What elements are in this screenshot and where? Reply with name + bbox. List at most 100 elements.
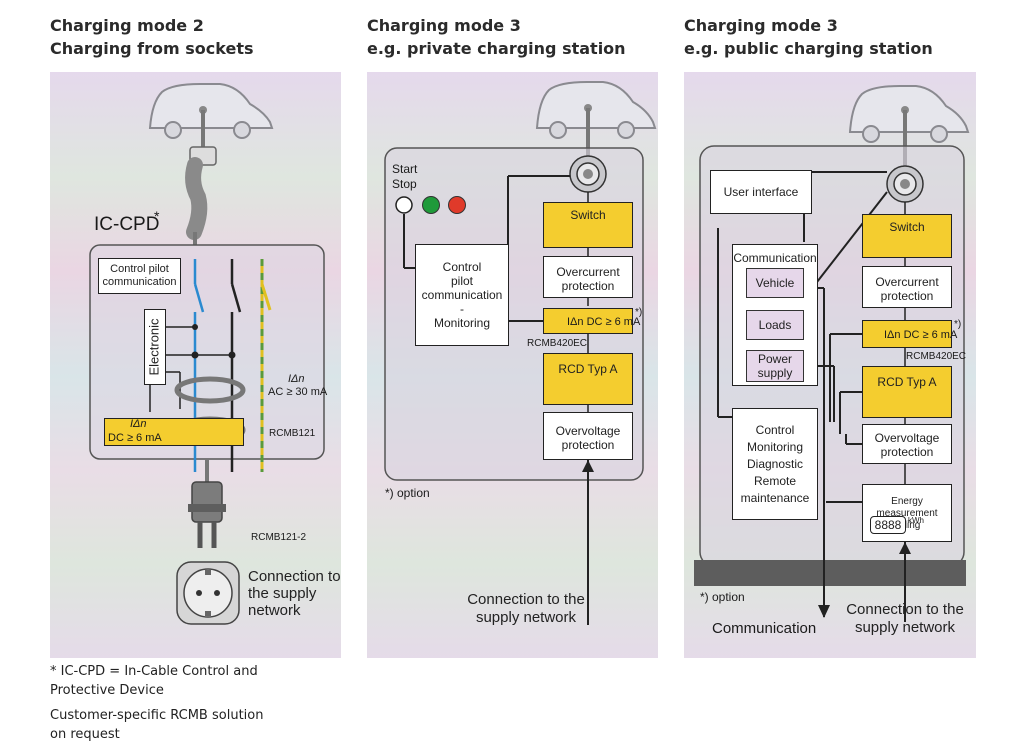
ground-bar <box>694 560 966 586</box>
mode3-public-connection-label: Connection to the supply network <box>836 601 974 637</box>
public-control-line4: Remote <box>753 473 797 488</box>
power-line2: supply <box>757 366 793 380</box>
public-rcmb420ec-box <box>862 320 952 348</box>
mode3-public-title: Charging mode 3 <box>684 16 838 35</box>
user-interface-box: User interface <box>710 170 812 214</box>
power-line1: Power <box>757 352 792 366</box>
mode3-private-panel: Start Stop Control pilot communication -… <box>367 72 658 658</box>
public-switch-label: Switch <box>889 220 925 234</box>
public-option-note: *) option <box>700 590 745 604</box>
footnote-line1: * IC-CPD = In-Cable Control and <box>50 664 258 679</box>
private-connection-line2: supply network <box>475 609 577 626</box>
public-control-line2: Monitoring <box>746 439 804 454</box>
rcmb420ec-label: RCMB420EC <box>527 338 588 349</box>
car-icon <box>535 81 657 139</box>
dc-idn-symbol: IΔn <box>130 418 147 430</box>
car-icon <box>848 85 970 143</box>
stop-label: Stop <box>392 177 417 191</box>
mode3-private-connection-label: Connection to the supply network <box>451 591 601 627</box>
public-rcd-box: RCD Typ A <box>862 366 952 418</box>
mode3-public-heading: Charging mode 3 e.g. public charging sta… <box>684 14 933 60</box>
public-overcurrent-box: Overcurrent protection <box>862 266 952 308</box>
mode2-panel: IC-CPD * Control pilot communication Ele… <box>50 72 341 658</box>
switch-box: Switch <box>543 202 633 248</box>
mode2-connection-label: Connection to the supply network <box>248 568 341 619</box>
public-rcmb420ec-label: RCMB420EC <box>906 351 967 362</box>
private-connection-line1: Connection to the <box>467 591 585 608</box>
rcmb121-label: RCMB121 <box>269 428 316 439</box>
public-control-line5: maintenance <box>740 490 810 505</box>
communication-output-label: Communication <box>712 620 817 637</box>
electronic-label: Electronic <box>147 318 163 376</box>
rcd-box: RCD Typ A <box>543 353 633 405</box>
public-option-mark: *) <box>954 319 962 330</box>
ac-idn-symbol: IΔn <box>288 373 305 385</box>
control-line1: Control <box>442 260 482 274</box>
option-mark: *) <box>635 307 643 318</box>
vehicle-box: Vehicle <box>746 268 804 298</box>
footnote-line3: Customer-specific RCMB solution <box>50 708 264 723</box>
public-rcd-label: RCD Typ A <box>877 375 937 389</box>
public-rcmb-dc-label: IΔn DC ≥ 6 mA <box>884 329 958 341</box>
public-control-line3: Diagnostic <box>746 456 804 471</box>
control-line2: pilot <box>450 274 473 288</box>
overcurrent-box: Overcurrent protection <box>543 256 633 298</box>
communication-title: Communication <box>733 251 817 265</box>
option-note: *) option <box>385 486 430 500</box>
rcmb-dc-label: IΔn DC ≥ 6 mA <box>567 316 641 328</box>
public-overcurrent-line1: Overcurrent <box>875 274 939 289</box>
control-line4: - <box>460 302 464 316</box>
public-control-line1: Control <box>755 422 795 437</box>
icpd-star: * <box>154 208 160 224</box>
rcd-label: RCD Typ A <box>558 362 618 376</box>
public-overvoltage-line1: Overvoltage <box>874 431 940 445</box>
mode3-public-diagram <box>694 85 970 622</box>
mode2-connection-line1: Connection to <box>248 568 341 585</box>
switch-label: Switch <box>570 208 606 222</box>
public-connection-line2: supply network <box>854 619 956 636</box>
control-line3: communication <box>421 288 503 302</box>
overvoltage-box: Overvoltage protection <box>543 412 633 460</box>
vehicle-connector-icon <box>185 146 217 240</box>
footnote-line4: on request <box>50 727 120 742</box>
power-supply-box: Power supply <box>746 350 804 382</box>
public-overvoltage-line2: protection <box>880 445 934 459</box>
loads-box: Loads <box>746 310 804 340</box>
control-line5: Monitoring <box>433 316 491 330</box>
start-stop-button <box>395 196 413 214</box>
dc-threshold-label: DC ≥ 6 mA <box>108 432 162 444</box>
public-switch-box: Switch <box>862 214 952 258</box>
vehicle-label: Vehicle <box>755 276 795 290</box>
charging-socket-icon <box>886 165 924 203</box>
control-pilot-line2: communication <box>102 276 177 288</box>
mode3-private-subtitle: e.g. private charging station <box>367 39 626 58</box>
control-pilot-box: Control pilot communication <box>98 258 181 294</box>
mode2-title: Charging mode 2 <box>50 16 204 35</box>
red-led-icon <box>448 196 466 214</box>
mode2-connection-line3: network <box>248 602 301 619</box>
control-pilot-line1: Control pilot <box>110 263 169 275</box>
rcmb121-2-label: RCMB121-2 <box>251 532 307 543</box>
mode3-private-title: Charging mode 3 <box>367 16 521 35</box>
rcmb420ec-box <box>543 308 633 334</box>
ac-toroid-icon <box>174 376 246 404</box>
ac-threshold-label: AC ≥ 30 mA <box>268 386 328 398</box>
overvoltage-line1: Overvoltage <box>555 423 621 438</box>
mode3-public-panel: User interface Communication Vehicle Loa… <box>684 72 976 658</box>
mode2-subtitle: Charging from sockets <box>50 39 254 58</box>
footnote-rcmb: Customer-specific RCMB solution on reque… <box>50 706 263 744</box>
mode2-heading: Charging mode 2 Charging from sockets <box>50 14 254 60</box>
footnote-icpd: * IC-CPD = In-Cable Control and Protecti… <box>50 662 258 700</box>
overvoltage-line2: protection <box>561 437 615 452</box>
public-overvoltage-box: Overvoltage protection <box>862 424 952 464</box>
mode3-public-subtitle: e.g. public charging station <box>684 39 933 58</box>
energy-line2: Billing <box>893 520 921 531</box>
control-box: Control Monitoring Diagnostic Remote mai… <box>732 408 818 520</box>
start-label: Start <box>392 162 418 176</box>
car-icon <box>148 83 274 139</box>
footnote-line2: Protective Device <box>50 683 164 698</box>
meter-unit: kWh <box>908 516 924 525</box>
loads-label: Loads <box>758 318 792 332</box>
electronic-box: Electronic <box>144 309 166 385</box>
public-connection-line1: Connection to the <box>846 601 964 618</box>
